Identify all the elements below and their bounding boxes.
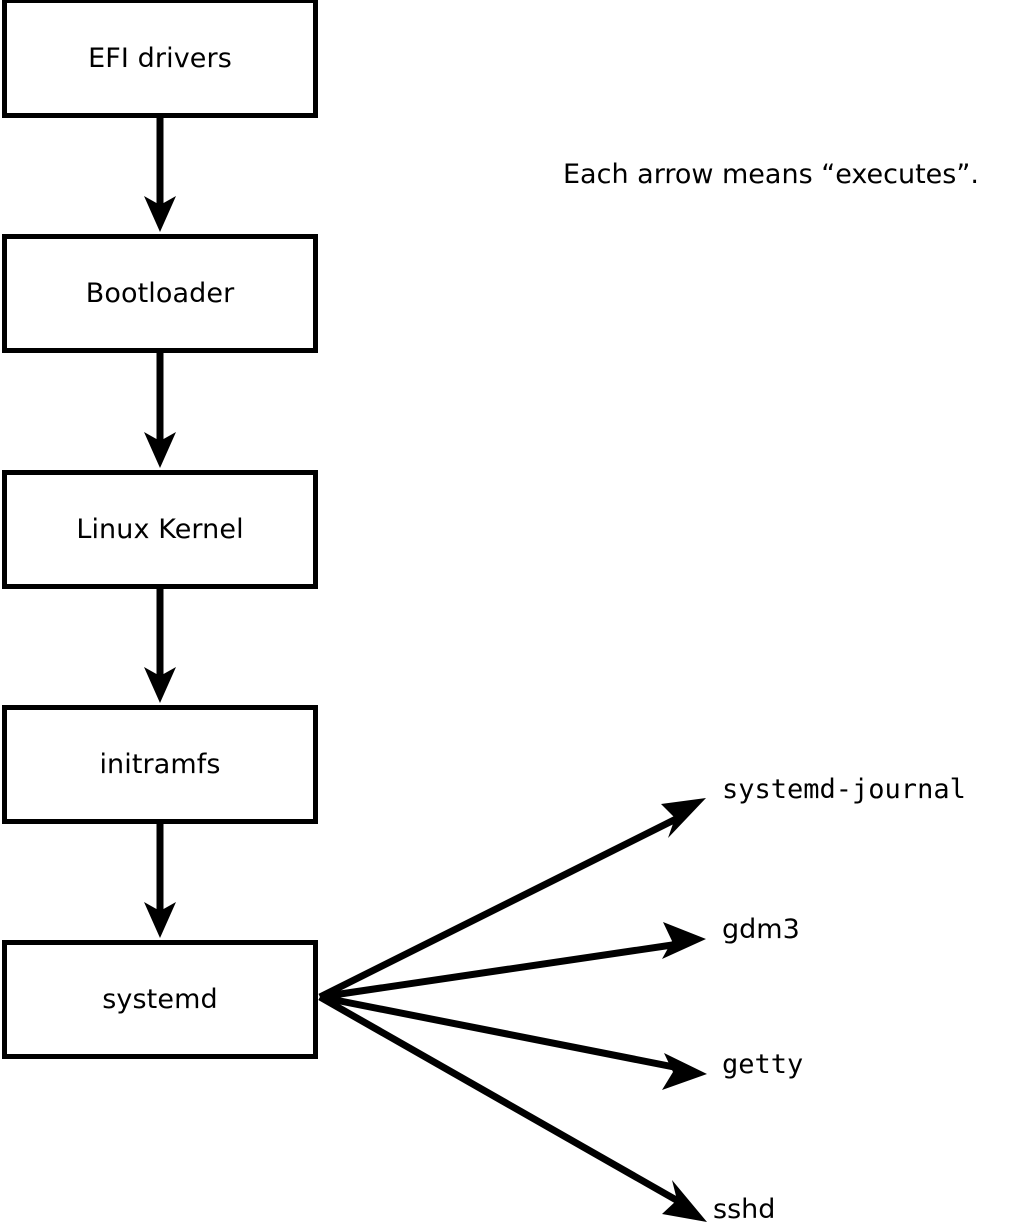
arrow-efi-drivers-to-bootloader (144, 118, 176, 232)
node-linux-kernel[interactable]: Linux Kernel (2, 470, 318, 589)
service-label-sshd[interactable]: sshd (713, 1194, 776, 1225)
node-label-efi-drivers: EFI drivers (88, 42, 232, 74)
node-efi-drivers[interactable]: EFI drivers (2, 0, 318, 118)
node-label-linux-kernel: Linux Kernel (76, 514, 244, 545)
node-systemd[interactable]: systemd (2, 940, 318, 1059)
node-initramfs[interactable]: initramfs (2, 705, 318, 824)
service-label-gdm3[interactable]: gdm3 (722, 914, 800, 945)
arrow-systemd-to-sshd (318, 993, 707, 1222)
arrow-systemd-to-systemd-journal (318, 798, 706, 1001)
arrow-initramfs-to-systemd (144, 823, 176, 938)
node-bootloader[interactable]: Bootloader (2, 234, 318, 353)
service-label-systemd-journal[interactable]: systemd-journal (722, 774, 966, 805)
node-label-bootloader: Bootloader (85, 278, 235, 309)
service-label-getty[interactable]: getty (722, 1049, 804, 1080)
legend-note: Each arrow means “executes”. (563, 159, 979, 190)
arrow-systemd-to-gdm3 (319, 922, 706, 1001)
node-label-initramfs: initramfs (99, 749, 221, 780)
arrow-linux-kernel-to-initramfs (144, 588, 176, 703)
arrow-systemd-to-getty (319, 993, 707, 1090)
arrow-bootloader-to-linux-kernel (144, 353, 176, 468)
node-label-systemd: systemd (102, 984, 218, 1015)
